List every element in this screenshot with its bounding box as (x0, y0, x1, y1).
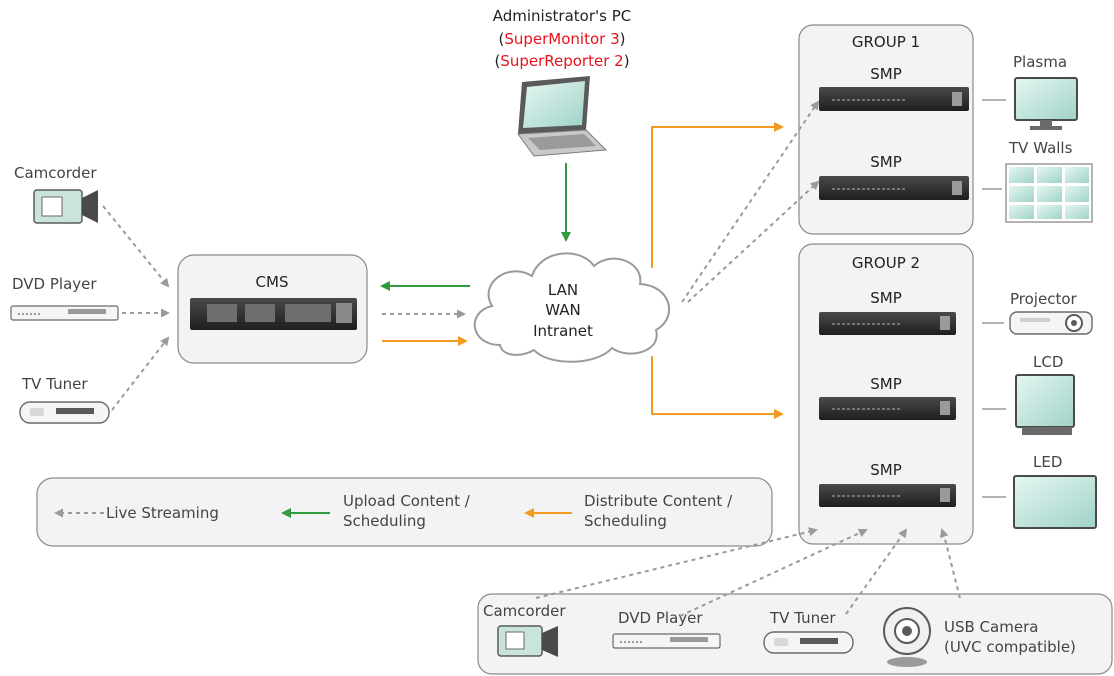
left-camcorder-stream (102, 205, 170, 288)
group1-smp2-label: SMP (870, 153, 902, 171)
admin-app2-label: (SuperReporter 2) (494, 52, 629, 70)
group2-smp3-label: SMP (870, 461, 902, 479)
group1-smp1-label: SMP (870, 65, 902, 83)
bottom-camcorder-icon (497, 625, 558, 657)
legend-upload-label-2: Scheduling (343, 512, 426, 530)
left-dvd-label: DVD Player (12, 275, 97, 293)
bottom-tv-tuner-label: TV Tuner (769, 609, 836, 627)
left-tuner-stream (111, 336, 170, 411)
left-tv-tuner-label: TV Tuner (21, 375, 88, 393)
usb-camera-icon (883, 607, 931, 667)
group2-smp3-device-icon (819, 484, 956, 507)
plasma-label: Plasma (1013, 53, 1067, 71)
usb-camera-label-2: (UVC compatible) (944, 638, 1076, 656)
legend-upload-label-1: Upload Content / (343, 492, 471, 510)
camcorder-icon (33, 189, 98, 224)
group2-smp1-device-icon (819, 312, 956, 335)
network-wan-label: WAN (545, 301, 581, 319)
network-lan-label: LAN (548, 281, 578, 299)
bottom-usb-stream (939, 528, 961, 599)
bottom-dvd-stream (679, 528, 868, 617)
bottom-dvd-icon (612, 633, 721, 649)
bottom-camcorder-stream (535, 527, 818, 599)
group1-smp1-device-icon (819, 87, 969, 111)
admin-app1-label: (SuperMonitor 3) (499, 30, 626, 48)
led-icon (1013, 475, 1097, 529)
group1-smp2-device-icon (819, 176, 969, 200)
cms-label: CMS (256, 273, 289, 291)
plasma-icon (1014, 77, 1078, 130)
bottom-dvd-label: DVD Player (618, 609, 703, 627)
led-label: LED (1033, 453, 1062, 471)
legend-distribute-label-1: Distribute Content / (584, 492, 733, 510)
network-to-group1-smp2-stream (687, 180, 820, 303)
projector-label: Projector (1010, 290, 1077, 308)
group1-title: GROUP 1 (852, 33, 920, 51)
lcd-label: LCD (1033, 353, 1063, 371)
left-camcorder-label: Camcorder (14, 164, 97, 182)
group2-smp2-label: SMP (870, 375, 902, 393)
legend-live-label: Live Streaming (106, 504, 219, 522)
legend-distribute-label-2: Scheduling (584, 512, 667, 530)
admin-pc-label: Administrator's PC (493, 7, 631, 25)
usb-camera-label-1: USB Camera (944, 618, 1038, 636)
bottom-camcorder-label: Camcorder (483, 602, 566, 620)
network-to-group1-distribute (651, 122, 784, 268)
group2-title: GROUP 2 (852, 254, 920, 272)
legend-panel (36, 477, 773, 547)
projector-icon (1009, 311, 1093, 335)
tv-tuner-icon (19, 401, 110, 424)
group2-smp1-label: SMP (870, 289, 902, 307)
cms-server-icon (190, 298, 357, 330)
bottom-tv-tuner-icon (763, 631, 854, 654)
group1-panel (798, 24, 974, 235)
network-to-group1-smp1-stream (681, 100, 820, 303)
network-intranet-label: Intranet (533, 322, 593, 340)
laptop-icon (517, 76, 608, 157)
group2-smp2-device-icon (819, 397, 956, 420)
network-cloud-icon (473, 252, 671, 363)
tv-walls-icon (1005, 163, 1093, 223)
bottom-tuner-stream (845, 528, 908, 615)
lcd-icon (1015, 374, 1075, 435)
tv-walls-label: TV Walls (1008, 139, 1073, 157)
dvd-player-icon (10, 305, 119, 321)
network-to-group2-distribute (651, 356, 784, 419)
